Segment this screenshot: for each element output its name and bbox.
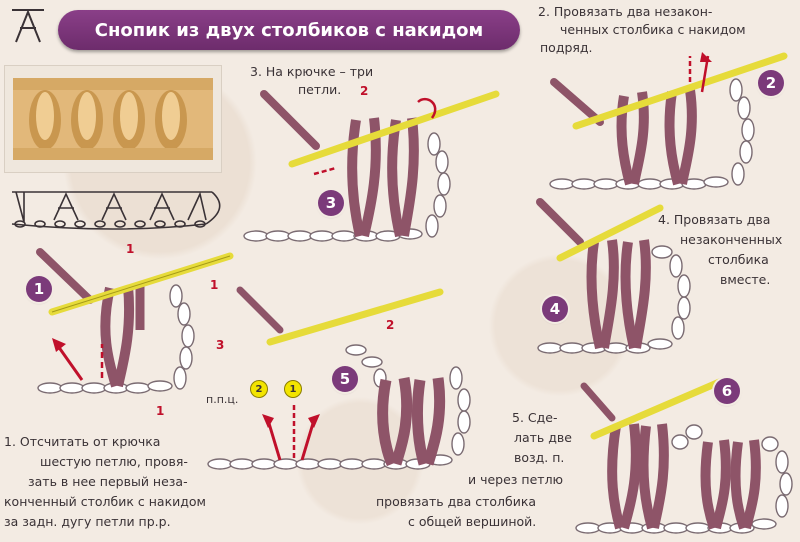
page-title: Снопик из двух столбиков с накидом (94, 19, 484, 41)
step4-text-line: незаконченных (680, 232, 783, 247)
step1-drawing-icon (36, 248, 234, 394)
step4-text-line: 4. Провязать два (658, 212, 771, 227)
step3-text-line: петли. (298, 82, 342, 97)
step5-text-line: возд. п. (514, 450, 565, 465)
step5-text-line: 5. Сде- (512, 410, 558, 425)
step4-illustration: 4 (530, 198, 700, 360)
step1-label-b: 1 (210, 278, 219, 292)
step2-drawing-icon (549, 52, 788, 190)
step6-illustration: 6 (574, 366, 796, 538)
marker-1-label: 1 (289, 383, 297, 395)
step4-drawing-icon (536, 198, 691, 354)
step3-drawing-icon (243, 90, 500, 242)
marker-2-label: 2 (255, 383, 263, 395)
step5-text-line: с общей вершиной. (408, 514, 537, 529)
step1-label-c: 3 (216, 338, 225, 352)
step5-label: 2 (386, 318, 395, 332)
knitted-swatch-photo (4, 65, 222, 173)
step5-text-line: провязать два столбика (376, 494, 537, 509)
step6-drawing-icon (575, 376, 793, 534)
step4-text-line: вместе. (720, 272, 771, 287)
marker-1: 1 (284, 380, 302, 398)
step1-label-d: 1 (156, 404, 165, 418)
step5-badge: 5 (332, 366, 358, 392)
step5-illustration: 5 2 2 1 (207, 270, 500, 470)
step1-label-a: 1 (126, 242, 135, 256)
step3-illustration: 3 2 (236, 84, 506, 246)
step2-text-line: подряд. (540, 40, 593, 55)
step5-drawing-icon (207, 286, 471, 470)
step4-badge: 4 (542, 296, 568, 322)
step1-label-ppc: п.п.ц. (206, 393, 239, 406)
step1-text-line: за задн. дугу петли пр.р. (4, 514, 171, 529)
crochet-cluster-symbol-icon (12, 9, 44, 43)
step2-illustration: 2 (540, 52, 796, 202)
step1-text-line: шестую петлю, провя- (40, 454, 188, 469)
title-banner: Снопик из двух столбиков с накидом (58, 10, 520, 50)
step5-text-line: и через петлю (468, 472, 564, 487)
step2-badge: 2 (758, 70, 784, 96)
swatch-image-icon (13, 78, 213, 160)
step1-badge: 1 (26, 276, 52, 302)
step2-text-line: 2. Провязать два незакон- (538, 4, 713, 19)
crochet-chart-icon (11, 191, 221, 230)
step3-text-line: 3. На крючке – три (250, 64, 374, 79)
step1-illustration: 1 1 1 3 п.п.ц. 1 (20, 240, 260, 420)
step1-text-line: зать в нее первый неза- (28, 474, 188, 489)
step6-badge: 6 (714, 378, 740, 404)
step1-text-line: 1. Отсчитать от крючка (4, 434, 161, 449)
step3-label: 2 (360, 84, 369, 98)
step5-text-line: лать две (514, 430, 572, 445)
step1-text-line: конченный столбик с накидом (4, 494, 206, 509)
step4-text-line: столбика (708, 252, 769, 267)
step2-text-line: ченных столбика с накидом (560, 22, 746, 37)
marker-2: 2 (250, 380, 268, 398)
step3-badge: 3 (318, 190, 344, 216)
